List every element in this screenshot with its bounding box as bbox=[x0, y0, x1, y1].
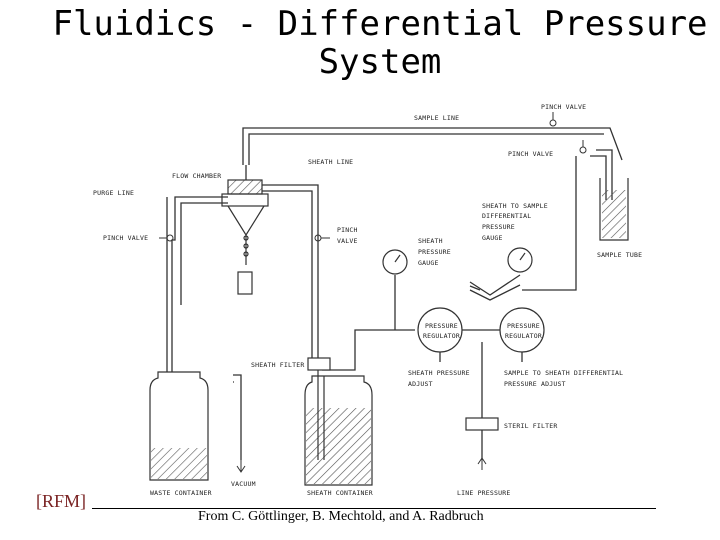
slide-title-line-1: Fluidics - Differential Pressure bbox=[52, 4, 708, 44]
sheath-container bbox=[304, 370, 373, 486]
label-sample-to-sheath-1: SAMPLE TO SHEATH DIFFERENTIAL bbox=[504, 369, 623, 377]
sheath-filter bbox=[307, 357, 331, 371]
footer-tag: [RFM] bbox=[36, 491, 87, 511]
label-pinch-center-2: VALVE bbox=[337, 237, 358, 245]
sheath-pressure-gauge bbox=[382, 249, 408, 275]
pressure-regulator-left bbox=[417, 307, 463, 353]
label-regulator-left-1: PRESSURE bbox=[425, 322, 458, 330]
sheath-line bbox=[262, 184, 319, 195]
label-sheath-filter: SHEATH FILTER bbox=[251, 361, 304, 369]
label-sheath-gauge-3: GAUGE bbox=[418, 259, 439, 267]
pinch-valve-center bbox=[314, 234, 330, 242]
label-sheath-adjust-2: ADJUST bbox=[408, 380, 433, 388]
label-sample-tube: SAMPLE TUBE bbox=[597, 251, 642, 259]
vacuum-arrow bbox=[236, 460, 246, 473]
label-sample-to-sheath-2: PRESSURE ADJUST bbox=[504, 380, 566, 388]
label-sheath-to-sample-4: GAUGE bbox=[482, 234, 503, 242]
label-sheath-container: SHEATH CONTAINER bbox=[307, 489, 373, 497]
slide-title-line-2: System bbox=[318, 42, 442, 82]
label-sheath-line: SHEATH LINE bbox=[308, 158, 353, 166]
label-sheath-to-sample-3: PRESSURE bbox=[482, 223, 515, 231]
flow-chamber bbox=[221, 179, 269, 295]
steril-filter bbox=[465, 417, 499, 431]
label-vacuum: VACUUM bbox=[231, 480, 256, 488]
footer-rule bbox=[92, 508, 656, 509]
sample-tube bbox=[599, 178, 629, 241]
label-sheath-to-sample-2: DIFFERENTIAL bbox=[482, 212, 531, 220]
label-sample-line: SAMPLE LINE bbox=[414, 114, 459, 122]
sample-tube-line bbox=[596, 149, 613, 200]
label-pinch-center-1: PINCH bbox=[337, 226, 358, 234]
label-regulator-left-2: REGULATOR bbox=[423, 332, 460, 340]
label-pinch-valve-left: PINCH VALVE bbox=[103, 234, 148, 242]
label-sheath-gauge-1: SHEATH bbox=[418, 237, 443, 245]
label-regulator-right-2: REGULATOR bbox=[505, 332, 542, 340]
differential-pressure-gauge bbox=[507, 247, 533, 273]
pressure-regulator-right bbox=[499, 307, 545, 353]
pinch-valve-right bbox=[579, 140, 587, 154]
purge-line bbox=[171, 196, 228, 380]
label-waste-container: WASTE CONTAINER bbox=[150, 489, 212, 497]
label-flow-chamber: FLOW CHAMBER bbox=[172, 172, 221, 180]
label-steril-filter: STERIL FILTER bbox=[504, 422, 557, 430]
label-pinch-valve-right: PINCH VALVE bbox=[508, 150, 553, 158]
line-pressure-arrow bbox=[477, 457, 487, 470]
label-sheath-adjust-1: SHEATH PRESSURE bbox=[408, 369, 470, 377]
pinch-valve-left bbox=[159, 234, 174, 242]
label-sheath-gauge-2: PRESSURE bbox=[418, 248, 451, 256]
label-regulator-right-1: PRESSURE bbox=[507, 322, 540, 330]
waste-container bbox=[149, 371, 209, 481]
label-line-pressure: LINE PRESSURE bbox=[457, 489, 510, 497]
label-purge-line: PURGE LINE bbox=[93, 189, 134, 197]
sample-line bbox=[242, 127, 623, 165]
label-pinch-valve-top: PINCH VALVE bbox=[541, 103, 586, 111]
label-sheath-to-sample-1: SHEATH TO SAMPLE bbox=[482, 202, 548, 210]
pinch-valve-top bbox=[549, 112, 557, 127]
footer-credit: From C. Göttlinger, B. Mechtold, and A. … bbox=[198, 509, 484, 524]
